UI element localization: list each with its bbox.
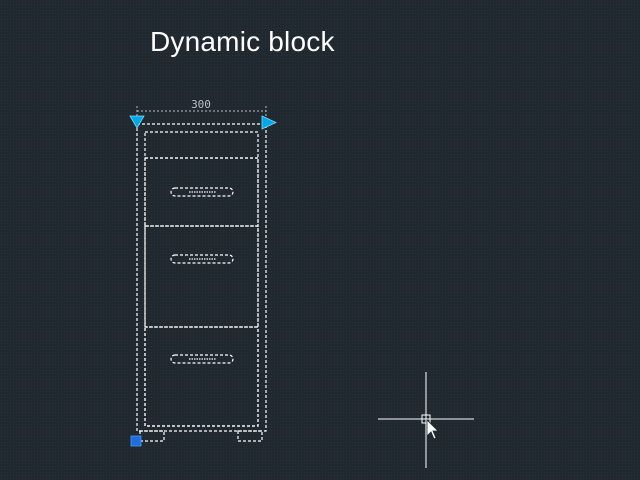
triangle-down-icon[interactable] <box>129 115 145 129</box>
drawer-3 <box>144 326 259 427</box>
cabinet-foot-left <box>139 430 165 442</box>
crosshair-cursor-icon <box>378 372 474 468</box>
page-title: Dynamic block <box>150 26 335 57</box>
cabinet-inner-frame <box>144 131 259 427</box>
drawer-2 <box>144 225 259 328</box>
square-grip-icon[interactable] <box>130 435 142 447</box>
triangle-arrow-right-icon[interactable] <box>261 115 277 130</box>
drawer-handle-2 <box>170 254 234 264</box>
cabinet-outer-frame <box>136 123 267 432</box>
cabinet-foot-right <box>237 430 263 442</box>
arrow-pointer-icon <box>426 419 439 440</box>
drawer-handle-3 <box>170 354 234 364</box>
dimension-text: 300 <box>191 98 211 111</box>
drawer-handle-1 <box>170 187 234 197</box>
